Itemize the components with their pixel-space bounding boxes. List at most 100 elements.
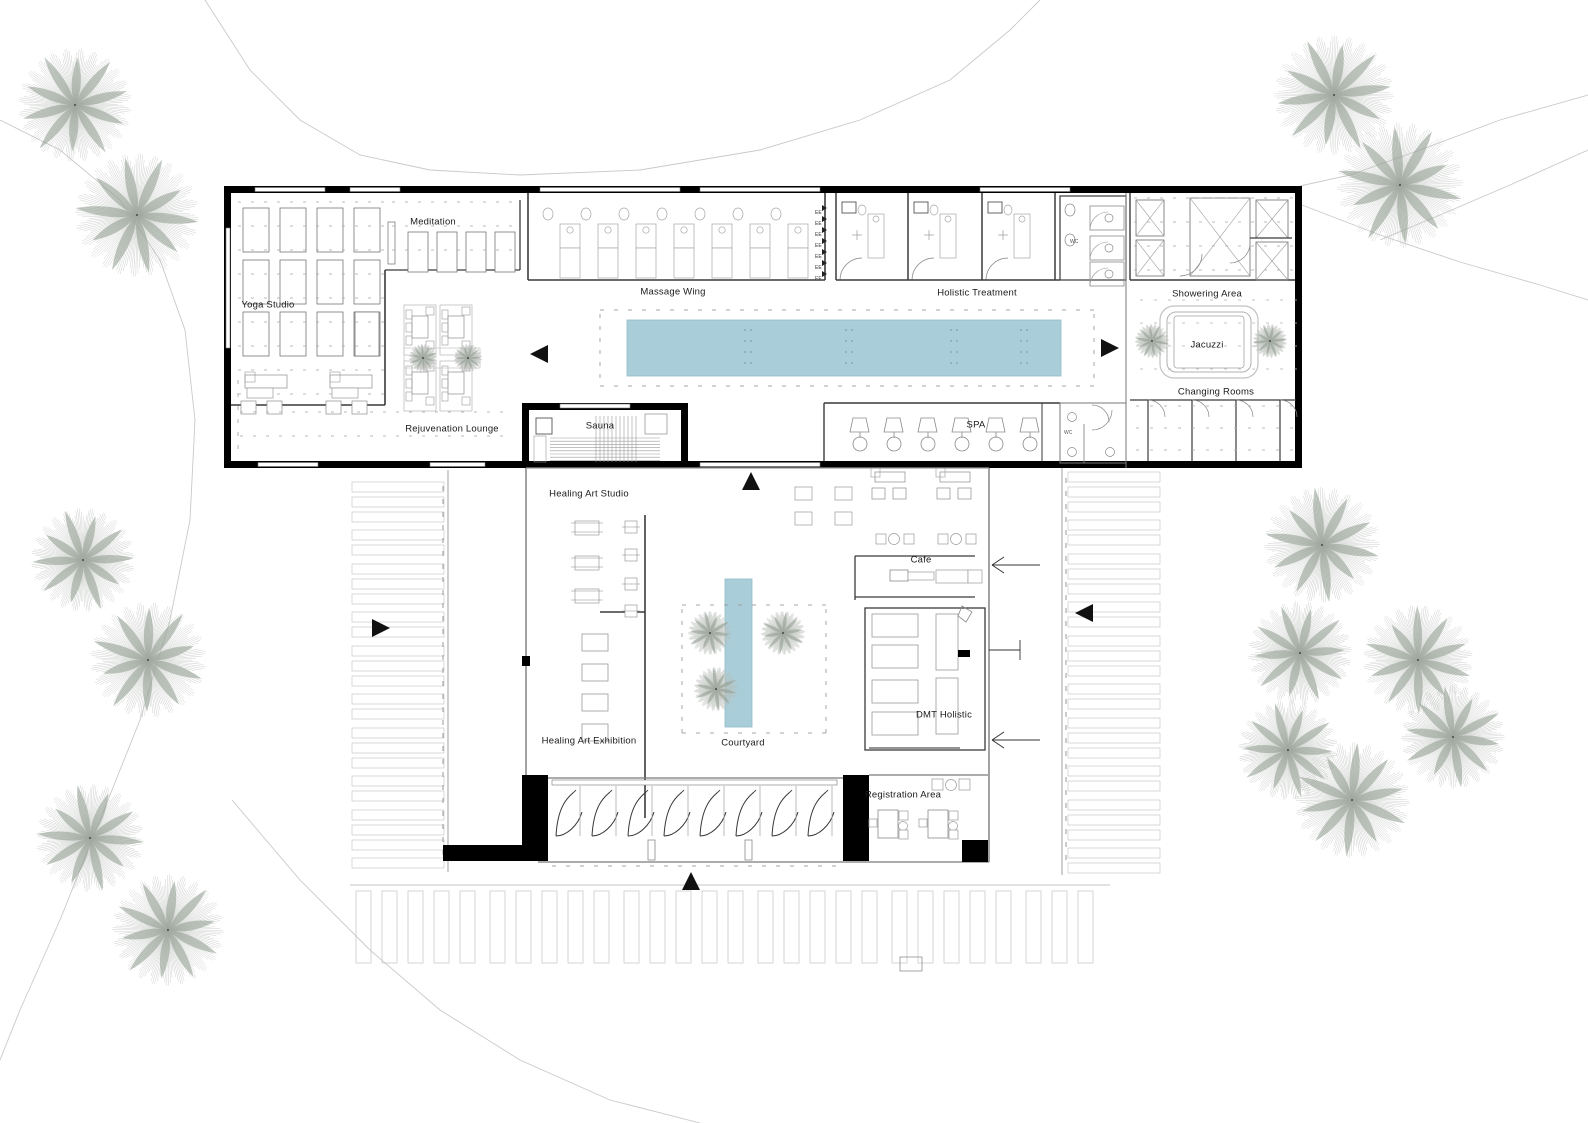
tree-leaf <box>166 880 177 930</box>
tree-leaf <box>421 345 424 358</box>
tree-hairline <box>1302 799 1353 829</box>
tree-leaf <box>1320 545 1331 602</box>
parking-stall <box>407 890 424 964</box>
shower-stall <box>1135 239 1165 277</box>
dmt-display-tall <box>935 613 959 671</box>
east-exterior-wall <box>1295 186 1302 468</box>
desk-item <box>948 810 959 821</box>
tree-leaf <box>27 86 75 106</box>
parking-lot <box>350 884 1110 972</box>
tree-center <box>1416 658 1420 662</box>
direction-marker-arrow-north-entrance <box>682 872 700 890</box>
tree-center <box>1350 798 1354 802</box>
door-swing <box>1229 242 1251 264</box>
tree-leaf <box>1400 165 1447 186</box>
courtyard-tree-1 <box>688 611 732 655</box>
tree-hairline <box>1452 701 1491 738</box>
tree-hairline <box>127 659 149 715</box>
tree-leaf <box>413 347 423 358</box>
sauna-door-panel <box>644 413 668 435</box>
parking-stall <box>757 890 774 964</box>
tree-leaf <box>464 346 469 358</box>
sofa <box>329 374 373 389</box>
jacuzzi-basin <box>1173 315 1245 369</box>
tree-leaf <box>1418 618 1448 660</box>
sauna-west-wall <box>522 403 529 468</box>
tree-leaf <box>1322 522 1371 545</box>
south-glazing-1 <box>429 462 486 467</box>
bed-pillow <box>872 215 880 223</box>
spa-chair-back <box>917 417 938 433</box>
tree-leaf <box>168 930 194 977</box>
tree-hairline <box>89 825 141 839</box>
massage-pillow <box>566 226 574 234</box>
tree-leaf <box>423 358 433 369</box>
service-tag: EE <box>815 276 822 282</box>
tree-leaf <box>696 689 716 698</box>
massage-bed-body <box>559 247 581 279</box>
tree-hairline <box>1386 184 1401 247</box>
tree-hairline <box>1339 743 1353 801</box>
tree-leaf <box>1352 788 1403 801</box>
spa-room: WC <box>823 402 1127 464</box>
tree-leaf <box>1307 41 1334 95</box>
tree-leaf <box>783 633 803 643</box>
entrance-door-swing <box>627 789 649 837</box>
tree-center <box>88 836 92 840</box>
tree-hairline <box>1295 601 1301 654</box>
tree-leaf <box>1371 659 1418 676</box>
side-plant <box>244 371 256 383</box>
tree-leaf <box>75 61 111 105</box>
door-swing <box>1089 241 1109 261</box>
tree-hairline <box>1417 615 1433 661</box>
dmt-shelf <box>871 644 919 669</box>
parking-stall <box>355 890 372 964</box>
tree-hairline <box>129 214 138 268</box>
tree-hairline <box>1403 659 1419 707</box>
lounge-plant <box>405 378 413 389</box>
landscape-strip <box>1067 847 1161 859</box>
wc-fixture <box>1104 269 1114 279</box>
yoga-mat <box>279 207 307 253</box>
tree-hairline <box>1299 794 1353 801</box>
tree-center <box>466 356 470 360</box>
tree-leaf <box>1263 325 1270 341</box>
south-wall-node <box>522 656 530 666</box>
tree-leaf <box>77 785 91 838</box>
reg-round-table <box>945 779 957 791</box>
cafe-table <box>834 511 853 526</box>
rejuvenation-lounge-room <box>237 304 503 449</box>
tree-leaf <box>95 177 137 215</box>
east-garden <box>1061 466 1161 875</box>
tree-leaf <box>1135 338 1152 342</box>
yoga-mat <box>279 311 307 357</box>
site-tree-9 <box>1248 601 1352 705</box>
tree-leaf <box>142 883 168 930</box>
treatment-stool <box>929 204 939 216</box>
room-label-meditation: Meditation <box>410 216 456 228</box>
landscape-strip <box>351 563 445 575</box>
tree-hairline <box>1334 799 1353 840</box>
west-garden <box>351 470 449 872</box>
tree-leaf <box>1152 334 1165 341</box>
yoga-mat <box>242 207 270 253</box>
tree-hairline <box>1321 490 1333 546</box>
landscape-strip <box>351 857 445 869</box>
lounge-plant <box>405 322 413 333</box>
landscape-strip <box>351 593 445 605</box>
landscape-strip <box>351 708 445 720</box>
tree-leaf <box>710 631 730 636</box>
tree-leaf <box>1277 93 1334 105</box>
tree-leaf <box>715 689 720 711</box>
treatment-cabinet <box>841 201 857 214</box>
room-label-healing-art-exhibition: Healing Art Exhibition <box>541 735 637 747</box>
yoga-mat <box>316 311 344 357</box>
landscape-strip <box>1067 519 1161 531</box>
tree-leaf <box>1269 326 1274 341</box>
cafe-plant <box>870 467 881 478</box>
dmt-enclosure <box>864 607 986 751</box>
desk-chair <box>948 821 958 831</box>
main-entrance <box>443 775 843 867</box>
lounge-table <box>425 306 435 316</box>
tree-leaf <box>710 633 726 647</box>
